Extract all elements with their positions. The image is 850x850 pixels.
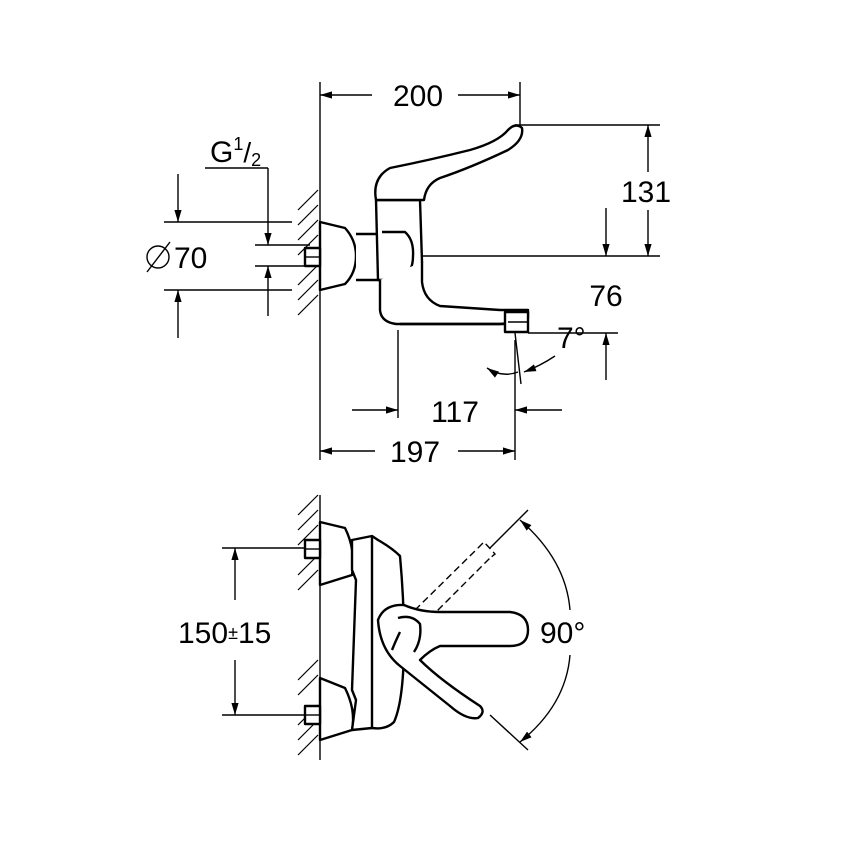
- dimension-150-label: 150±15: [178, 617, 271, 650]
- dimension-131: 131: [621, 125, 671, 256]
- dimension-76: 76: [589, 208, 623, 380]
- dimension-diameter-70: 70: [146, 174, 207, 338]
- dimension-197-label: 197: [390, 436, 440, 469]
- side-view: 200 131 76 G1/2 7: [146, 80, 671, 469]
- extension-lines-side: [164, 82, 660, 460]
- dimension-thread: G1/2: [205, 134, 272, 316]
- dimension-150: 150±15: [178, 548, 271, 715]
- dimension-angle-7: 7°: [486, 322, 586, 385]
- top-view: 150±15 90°: [178, 494, 585, 760]
- thread-label: G1/2: [210, 134, 261, 170]
- faucet-body-side: [303, 124, 530, 334]
- dimension-angle-90: 90°: [489, 509, 585, 751]
- angle-90-label: 90°: [540, 617, 585, 650]
- dimension-200: 200: [320, 80, 520, 113]
- lever-rotated-dashed: [414, 540, 497, 619]
- diameter-icon: [146, 241, 171, 273]
- dimension-200-label: 200: [393, 80, 443, 113]
- diameter-70-label: 70: [174, 242, 207, 275]
- dimension-76-label: 76: [589, 280, 622, 313]
- faucet-body-top: [303, 520, 530, 742]
- dimension-131-label: 131: [621, 176, 671, 209]
- dimension-197: 197: [320, 436, 515, 469]
- dimension-117: 117: [352, 396, 562, 429]
- dimension-117-label: 117: [431, 396, 479, 429]
- angle-7-label: 7°: [557, 322, 586, 355]
